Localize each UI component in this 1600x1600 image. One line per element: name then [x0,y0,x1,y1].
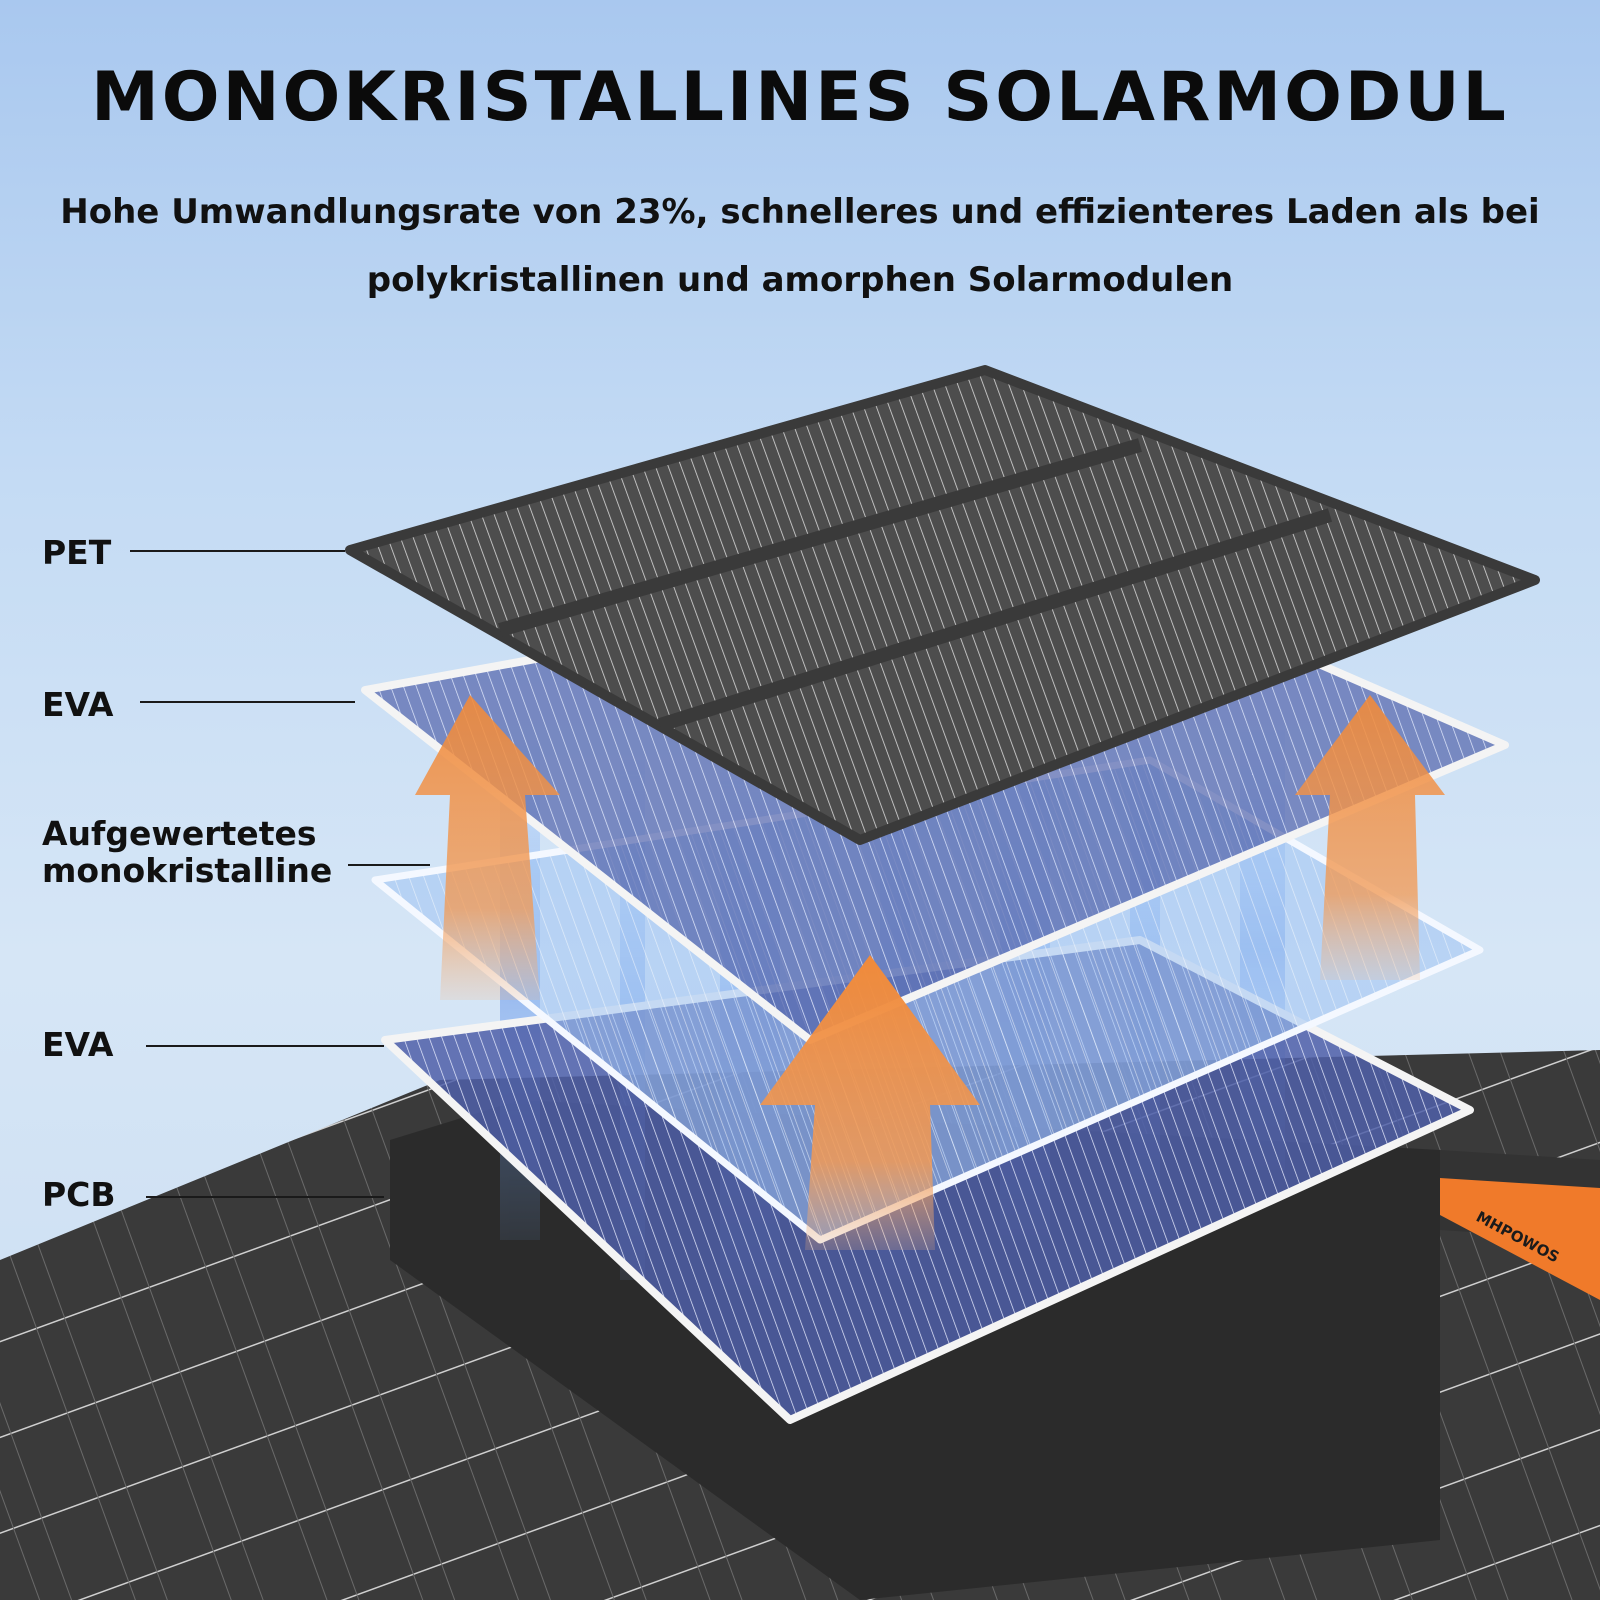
layer-label-monocrystalline: Aufgewertetes monokristalline [42,814,333,890]
up-arrow-icon [415,695,560,1000]
up-arrow-icon [760,955,980,1250]
layer-pet [345,365,1540,845]
layer-label-pet: PET [42,533,112,572]
leader-line-eva-bottom [146,1045,384,1047]
up-arrow-icon [1295,695,1445,980]
brand-strip [1440,1178,1600,1300]
layer-label-eva-bottom: EVA [42,1025,114,1064]
layer-label-pcb: PCB [42,1175,116,1214]
leader-line-eva-top [140,701,355,703]
layer-label-eva-top: EVA [42,685,114,724]
leader-line-pcb [146,1196,384,1198]
leader-line-monocrystalline [348,864,430,866]
page-title: MONOKRISTALLINES SOLARMODUL [91,58,1509,137]
leader-line-pet [130,550,345,552]
page-subtitle: Hohe Umwandlungsrate von 23%, schnellere… [60,192,1540,300]
